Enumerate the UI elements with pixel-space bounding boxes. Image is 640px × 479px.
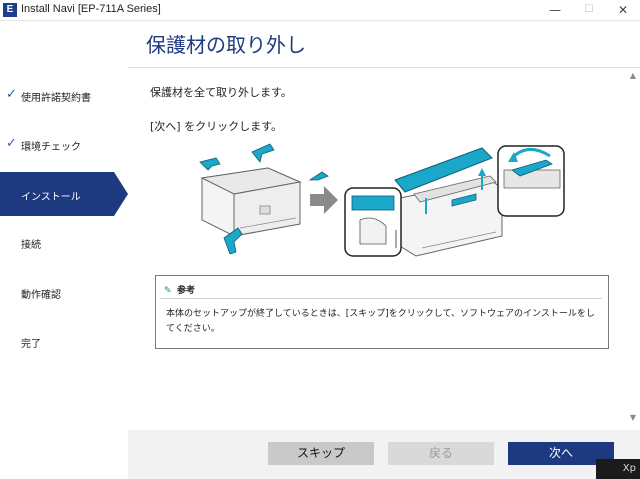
next-instruction-text: [次へ] をクリックします。	[150, 120, 282, 133]
skip-button[interactable]: スキップ	[268, 442, 374, 465]
printer-open-icon	[389, 147, 503, 257]
window-title: Install Navi [EP-711A Series]	[21, 3, 161, 15]
step-operation-check: 動作確認	[0, 277, 128, 307]
window-titlebar: E Install Navi [EP-711A Series] — ☐ ✕	[0, 0, 640, 21]
note-heading: ✎ 参考	[164, 283, 195, 296]
note-text: 本体のセットアップが終了しているときは、[スキップ]をクリックして、ソフトウェア…	[166, 309, 595, 334]
step-license: ✓ 使用許諾契約書	[0, 80, 128, 110]
note-divider	[160, 298, 602, 299]
maximize-button[interactable]: ☐	[584, 4, 594, 15]
page-header: 保護材の取り外し	[128, 21, 640, 67]
step-label: 接続	[21, 240, 41, 251]
step-complete: 完了	[0, 326, 128, 356]
active-step-arrow	[114, 172, 128, 216]
step-environment-check: ✓ 環境チェック	[0, 129, 128, 159]
note-heading-label: 参考	[177, 286, 196, 296]
tape-pieces-icon	[199, 143, 329, 255]
protective-material-illustration	[199, 143, 565, 257]
scroll-down-icon[interactable]: ▼	[629, 413, 637, 422]
check-icon: ✓	[6, 87, 17, 102]
check-icon: ✓	[6, 136, 17, 151]
step-label: 動作確認	[21, 290, 61, 301]
page-title: 保護材の取り外し	[146, 33, 306, 57]
next-button[interactable]: 次へ	[508, 442, 614, 465]
minimize-button[interactable]: —	[549, 3, 561, 17]
header-divider	[128, 67, 640, 68]
step-label: 完了	[21, 339, 41, 350]
vertical-scrollbar[interactable]: ▲ ▼	[627, 68, 639, 430]
pencil-icon: ✎	[164, 286, 172, 296]
steps-sidebar	[0, 21, 128, 479]
note-box: ✎ 参考 本体のセットアップが終了しているときは、[スキップ]をクリックして、ソフ…	[155, 275, 609, 349]
inset-detail-right	[497, 145, 565, 217]
step-label: インストール	[21, 192, 81, 203]
app-icon: E	[3, 3, 17, 17]
footer-bar: スキップ 戻る 次へ	[128, 430, 640, 479]
step-label: 使用許諾契約書	[21, 93, 91, 104]
arrow-right-icon	[310, 186, 338, 214]
close-button[interactable]: ✕	[617, 3, 629, 17]
step-connection: 接続	[0, 227, 128, 257]
step-label: 環境チェック	[21, 142, 81, 153]
step-install: インストール	[0, 172, 128, 216]
active-step-highlight	[0, 172, 114, 216]
instruction-text: 保護材を全て取り外します。	[150, 86, 292, 99]
scroll-up-icon[interactable]: ▲	[629, 71, 637, 80]
taskbar-corner: Xp	[596, 459, 640, 479]
back-button[interactable]: 戻る	[388, 442, 494, 465]
inset-detail-left	[344, 187, 402, 257]
printer-closed-icon	[200, 167, 302, 237]
